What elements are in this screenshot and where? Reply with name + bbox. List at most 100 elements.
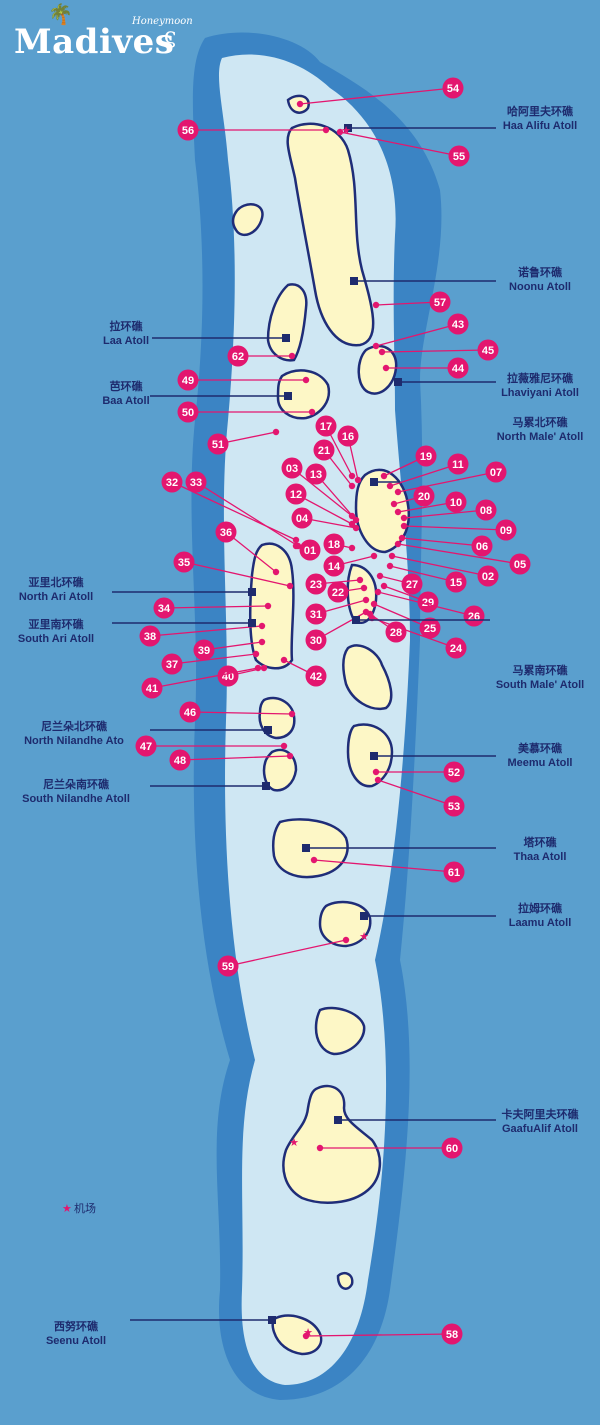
- resort-leader-line-34: [163, 605, 269, 609]
- atoll-marker-square: [302, 844, 310, 852]
- resort-badge-51: [207, 433, 229, 455]
- atoll-label-zh: 拉姆环礁: [518, 901, 563, 915]
- resort-badge-21: [313, 439, 335, 461]
- resort-dot-17: [348, 472, 356, 480]
- resort-number-17: 17: [320, 421, 332, 433]
- resort-badge-10: [445, 491, 467, 513]
- atoll-label-en: Noonu Atoll: [509, 281, 571, 293]
- legend-airport-label: 机场: [74, 1201, 96, 1215]
- atoll-marker-square: [282, 334, 290, 342]
- atoll-label-zh: 芭环礁: [110, 379, 144, 393]
- atoll-label-en: Lhaviyani Atoll: [501, 387, 579, 399]
- resort-badge-24: [445, 637, 467, 659]
- resort-number-32: 32: [166, 477, 178, 489]
- resort-number-41: 41: [146, 683, 158, 695]
- resort-dot-10: [394, 508, 402, 516]
- resort-badge-07: [485, 461, 507, 483]
- resort-dot-16: [354, 476, 362, 484]
- atoll-label-en: Thaa Atoll: [514, 851, 567, 863]
- resort-badge-53: [443, 795, 465, 817]
- resort-badge-27: [401, 573, 423, 595]
- resort-badge-33: [185, 471, 207, 493]
- atoll-marker-square: [360, 912, 368, 920]
- resort-leader-line-43: [375, 323, 459, 347]
- resort-dot-36: [272, 568, 280, 576]
- resort-badge-56: [177, 119, 199, 141]
- island-laa: [266, 283, 308, 362]
- resort-dot-20: [390, 500, 398, 508]
- resort-dot-29: [380, 582, 388, 590]
- resort-number-57: 57: [434, 297, 446, 309]
- resort-badge-48: [169, 749, 191, 771]
- resort-badge-22: [327, 581, 349, 603]
- resort-dot-49: [302, 376, 310, 384]
- resort-badge-16: [337, 425, 359, 447]
- resort-dot-58: [302, 1332, 310, 1340]
- atoll-marker-square: [334, 1116, 342, 1124]
- resort-leader-line-12: [295, 493, 353, 525]
- resort-number-05: 05: [514, 559, 526, 571]
- resort-leader-line-26: [377, 591, 475, 617]
- resort-badge-39: [193, 639, 215, 661]
- resort-number-52: 52: [448, 767, 460, 779]
- island-ari: [248, 542, 295, 670]
- resort-leader-line-11: [389, 463, 459, 487]
- resort-number-33: 33: [190, 477, 202, 489]
- resort-leader-line-57: [375, 301, 441, 306]
- resort-badge-49: [177, 369, 199, 391]
- atoll-label-zh: 马累南环礁: [513, 663, 569, 677]
- resort-badge-17: [315, 415, 337, 437]
- island-felidhu: [342, 644, 393, 711]
- resort-dot-27: [376, 572, 384, 580]
- resort-badge-57: [429, 291, 451, 313]
- resort-dot-56: [322, 126, 330, 134]
- resort-number-29: 29: [422, 597, 434, 609]
- atoll-marker-square: [370, 478, 378, 486]
- atoll-label-en: Seenu Atoll: [46, 1335, 106, 1347]
- resort-leader-line-58: [305, 1333, 453, 1337]
- atoll-marker-square: [344, 124, 352, 132]
- resort-dot-15: [386, 562, 394, 570]
- resort-badge-35: [173, 551, 195, 573]
- resort-dot-21: [348, 482, 356, 490]
- resort-badge-06: [471, 535, 493, 557]
- resort-dot-61: [310, 856, 318, 864]
- resort-leader-line-59: [227, 939, 347, 967]
- resort-dot-43: [372, 342, 380, 350]
- resort-badge-04: [291, 507, 313, 529]
- resort-dot-37: [252, 650, 260, 658]
- resort-badge-42: [305, 665, 327, 687]
- airport-star-icon: ★: [303, 1327, 313, 1339]
- resort-badge-05: [509, 553, 531, 575]
- resort-number-04: 04: [296, 513, 309, 525]
- atoll-marker-square: [284, 392, 292, 400]
- airport-star-icon: ★: [289, 1137, 299, 1149]
- resort-badge-29: [417, 591, 439, 613]
- island-huvadhu-north: [314, 1006, 366, 1056]
- resort-dot-32: [292, 536, 300, 544]
- resort-number-62: 62: [232, 351, 244, 363]
- resort-number-13: 13: [310, 469, 322, 481]
- atoll-label-zh: 诺鲁环礁: [518, 265, 563, 279]
- resort-number-49: 49: [182, 375, 194, 387]
- resort-dot-55: [336, 128, 344, 136]
- resort-number-53: 53: [448, 801, 460, 813]
- resort-badge-55: [448, 145, 470, 167]
- atoll-marker-square: [370, 752, 378, 760]
- resort-badge-43: [447, 313, 469, 335]
- atoll-marker-square: [352, 616, 360, 624]
- atoll-label-en: Laamu Atoll: [509, 917, 572, 929]
- resort-dot-14: [370, 552, 378, 560]
- atoll-label-zh: 卡夫阿里夫环礁: [502, 1107, 580, 1121]
- resort-dot-52: [372, 768, 380, 776]
- resort-badge-41: [141, 677, 163, 699]
- resort-badge-38: [139, 625, 161, 647]
- resort-leader-line-03: [291, 467, 353, 517]
- resort-badge-15: [445, 571, 467, 593]
- atoll-label-en: Baa Atoll: [102, 395, 149, 407]
- resort-dot-18: [348, 544, 356, 552]
- atoll-label-en: North Male' Atoll: [497, 431, 584, 443]
- resort-dot-50: [308, 408, 316, 416]
- resort-dot-57: [372, 301, 380, 309]
- resort-number-18: 18: [328, 539, 340, 551]
